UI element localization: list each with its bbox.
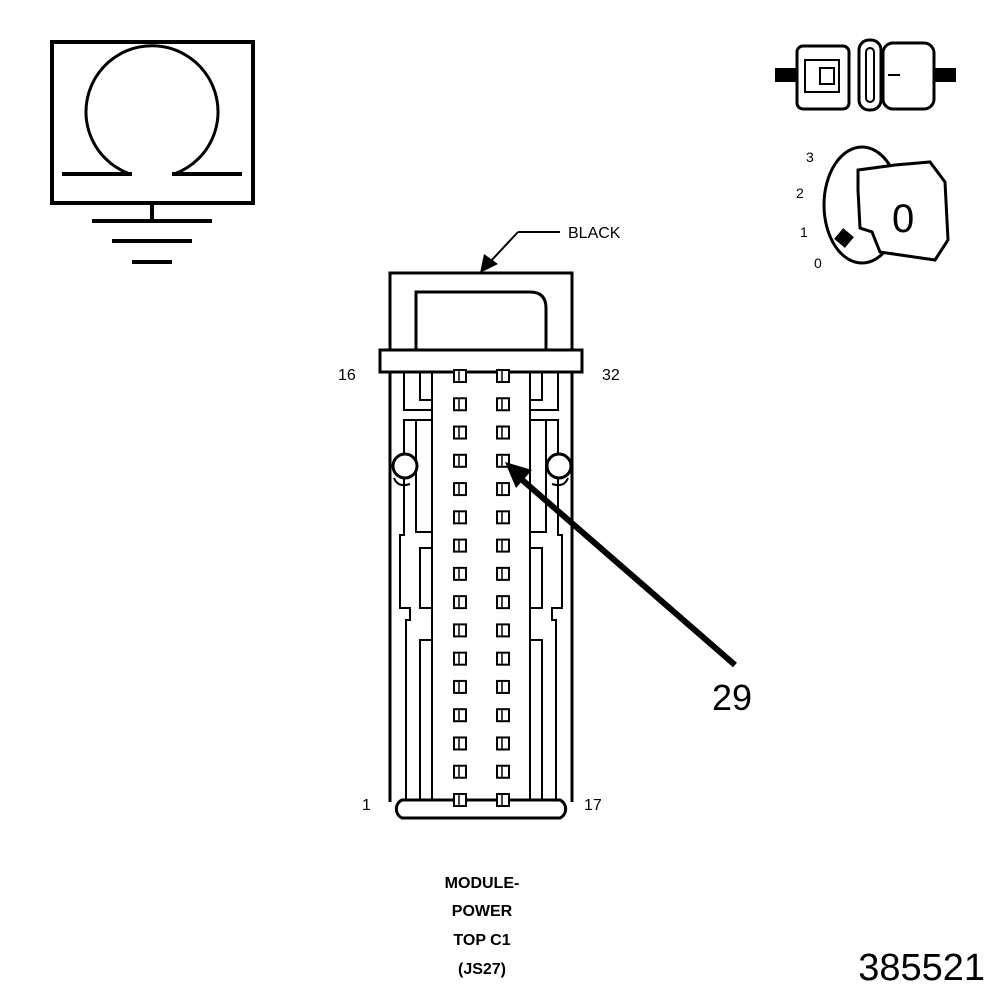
connector-color-label: BLACK bbox=[568, 225, 621, 242]
pin-cavity-5 bbox=[453, 679, 467, 694]
pin-cavity-25 bbox=[496, 566, 510, 581]
pin-cavity-17 bbox=[496, 793, 510, 807]
pin-label-17: 17 bbox=[584, 797, 602, 814]
caption-line-1: MODULE- bbox=[445, 875, 520, 892]
pin-cavity-22 bbox=[496, 651, 510, 666]
pin-cavity-21 bbox=[496, 679, 510, 694]
pin-label-32: 32 bbox=[602, 367, 620, 384]
pin-cavity-27 bbox=[496, 510, 510, 525]
pin-cavity-3 bbox=[453, 736, 467, 751]
ignition-key-icon bbox=[822, 145, 950, 265]
pin-cavity-12 bbox=[453, 482, 467, 497]
caption-line-2: POWER bbox=[452, 903, 513, 920]
ignition-key-label: 0 bbox=[892, 197, 914, 241]
pin-cavity-9 bbox=[453, 566, 467, 581]
pin-label-1: 1 bbox=[362, 797, 371, 814]
pin-callout-arrow bbox=[505, 462, 737, 668]
pin-cavity-11 bbox=[453, 510, 467, 525]
pin-cavity-14 bbox=[453, 425, 467, 440]
pin-label-16: 16 bbox=[338, 367, 356, 384]
pin-cavity-10 bbox=[453, 538, 467, 553]
pin-cavity-18 bbox=[496, 764, 510, 779]
pin-cavity-6 bbox=[453, 651, 467, 666]
pin-cavities bbox=[453, 369, 510, 807]
pin-cavity-30 bbox=[496, 425, 510, 440]
ohm-ground-icon bbox=[50, 40, 255, 264]
pin-cavity-23 bbox=[496, 623, 510, 638]
pin-cavity-32 bbox=[496, 369, 510, 383]
figure-number: 385521 bbox=[858, 947, 985, 989]
ignition-position-1: 1 bbox=[800, 224, 808, 240]
caption-line-4: (JS27) bbox=[458, 961, 506, 978]
disconnected-connector-icon bbox=[775, 38, 956, 112]
pin-cavity-1 bbox=[453, 793, 467, 807]
ignition-position-0: 0 bbox=[814, 255, 822, 271]
pin-cavity-28 bbox=[496, 482, 510, 497]
pin-cavity-13 bbox=[453, 453, 467, 468]
pin-cavity-15 bbox=[453, 397, 467, 412]
pin-cavity-4 bbox=[453, 708, 467, 723]
ignition-position-2: 2 bbox=[796, 185, 804, 201]
pin-cavity-31 bbox=[496, 397, 510, 412]
caption-line-3: TOP C1 bbox=[453, 932, 510, 949]
pin-cavity-16 bbox=[453, 369, 467, 383]
ignition-position-3: 3 bbox=[806, 149, 814, 165]
pin-cavity-7 bbox=[453, 623, 467, 638]
pin-cavity-20 bbox=[496, 708, 510, 723]
connector-body bbox=[378, 271, 584, 820]
pin-cavity-19 bbox=[496, 736, 510, 751]
highlighted-pin-number: 29 bbox=[712, 677, 752, 718]
pin-cavity-8 bbox=[453, 595, 467, 610]
pin-cavity-2 bbox=[453, 764, 467, 779]
pin-cavity-24 bbox=[496, 595, 510, 610]
pin-cavity-26 bbox=[496, 538, 510, 553]
color-leader bbox=[480, 231, 560, 273]
